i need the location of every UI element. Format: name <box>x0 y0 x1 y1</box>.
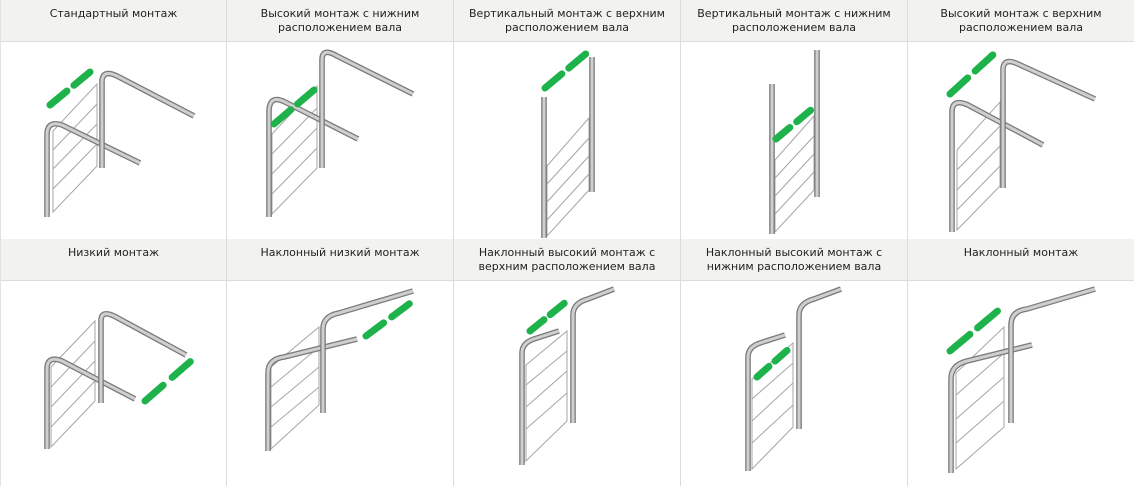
header-inclined-low: Наклонный низкий монтаж <box>227 239 454 281</box>
header-vertical-lower-shaft: Вертикальный монтаж с нижним расположени… <box>681 0 908 42</box>
header-inclined: Наклонный монтаж <box>908 239 1134 281</box>
header-label: Наклонный низкий монтаж <box>260 246 420 259</box>
header-label: Вертикальный монтаж с нижним расположени… <box>697 7 891 34</box>
vertical-mounting-upper-shaft-icon <box>541 48 595 238</box>
header-label: Стандартный монтаж <box>49 7 178 20</box>
inclined-mounting-icon <box>946 286 1096 473</box>
diagram-inclined-low <box>227 281 454 486</box>
diagram-vertical-upper-shaft <box>454 42 681 239</box>
header-inclined-high-upper-shaft: Наклонный высокий монтаж с верхним распо… <box>454 239 681 281</box>
high-mounting-upper-shaft-icon <box>946 48 1097 232</box>
vertical-mounting-lower-shaft-icon <box>769 50 820 234</box>
header-label: Низкий монтаж <box>68 246 159 259</box>
inclined-low-mounting-icon <box>265 288 417 451</box>
diagram-high-lower-shaft <box>227 42 454 239</box>
inclined-high-mounting-upper-shaft-icon <box>519 286 616 465</box>
diagram-high-upper-shaft <box>908 42 1134 239</box>
header-label: Высокий монтаж с верхним расположением в… <box>940 7 1102 34</box>
diagram-vertical-lower-shaft <box>681 42 908 239</box>
header-label: Вертикальный монтаж с верхним расположен… <box>469 7 665 34</box>
door-panels <box>52 82 98 214</box>
diagram-standard <box>1 42 227 239</box>
torsion-shaft <box>46 68 94 109</box>
header-low: Низкий монтаж <box>1 239 227 281</box>
inclined-high-mounting-lower-shaft-icon <box>745 286 842 471</box>
header-high-upper-shaft: Высокий монтаж с верхним расположением в… <box>908 0 1134 42</box>
low-mounting-icon <box>44 311 195 449</box>
high-mounting-lower-shaft-icon <box>266 49 415 217</box>
diagram-inclined-high-lower-shaft <box>681 281 908 486</box>
diagram-inclined-high-upper-shaft <box>454 281 681 486</box>
header-label: Наклонный высокий монтаж с верхним распо… <box>478 246 656 273</box>
header-inclined-high-lower-shaft: Наклонный высокий монтаж с нижним распол… <box>681 239 908 281</box>
header-label: Наклонный высокий монтаж с нижним распол… <box>705 246 883 273</box>
diagram-inclined <box>908 281 1134 486</box>
header-high-lower-shaft: Высокий монтаж с нижним расположением ва… <box>227 0 454 42</box>
header-label: Высокий монтаж с нижним расположением ва… <box>260 7 420 34</box>
diagram-low <box>1 281 227 486</box>
standard-mounting-icon <box>44 68 196 217</box>
header-label: Наклонный монтаж <box>963 246 1079 259</box>
header-vertical-upper-shaft: Вертикальный монтаж с верхним расположен… <box>454 0 681 42</box>
header-standard: Стандартный монтаж <box>1 0 227 42</box>
